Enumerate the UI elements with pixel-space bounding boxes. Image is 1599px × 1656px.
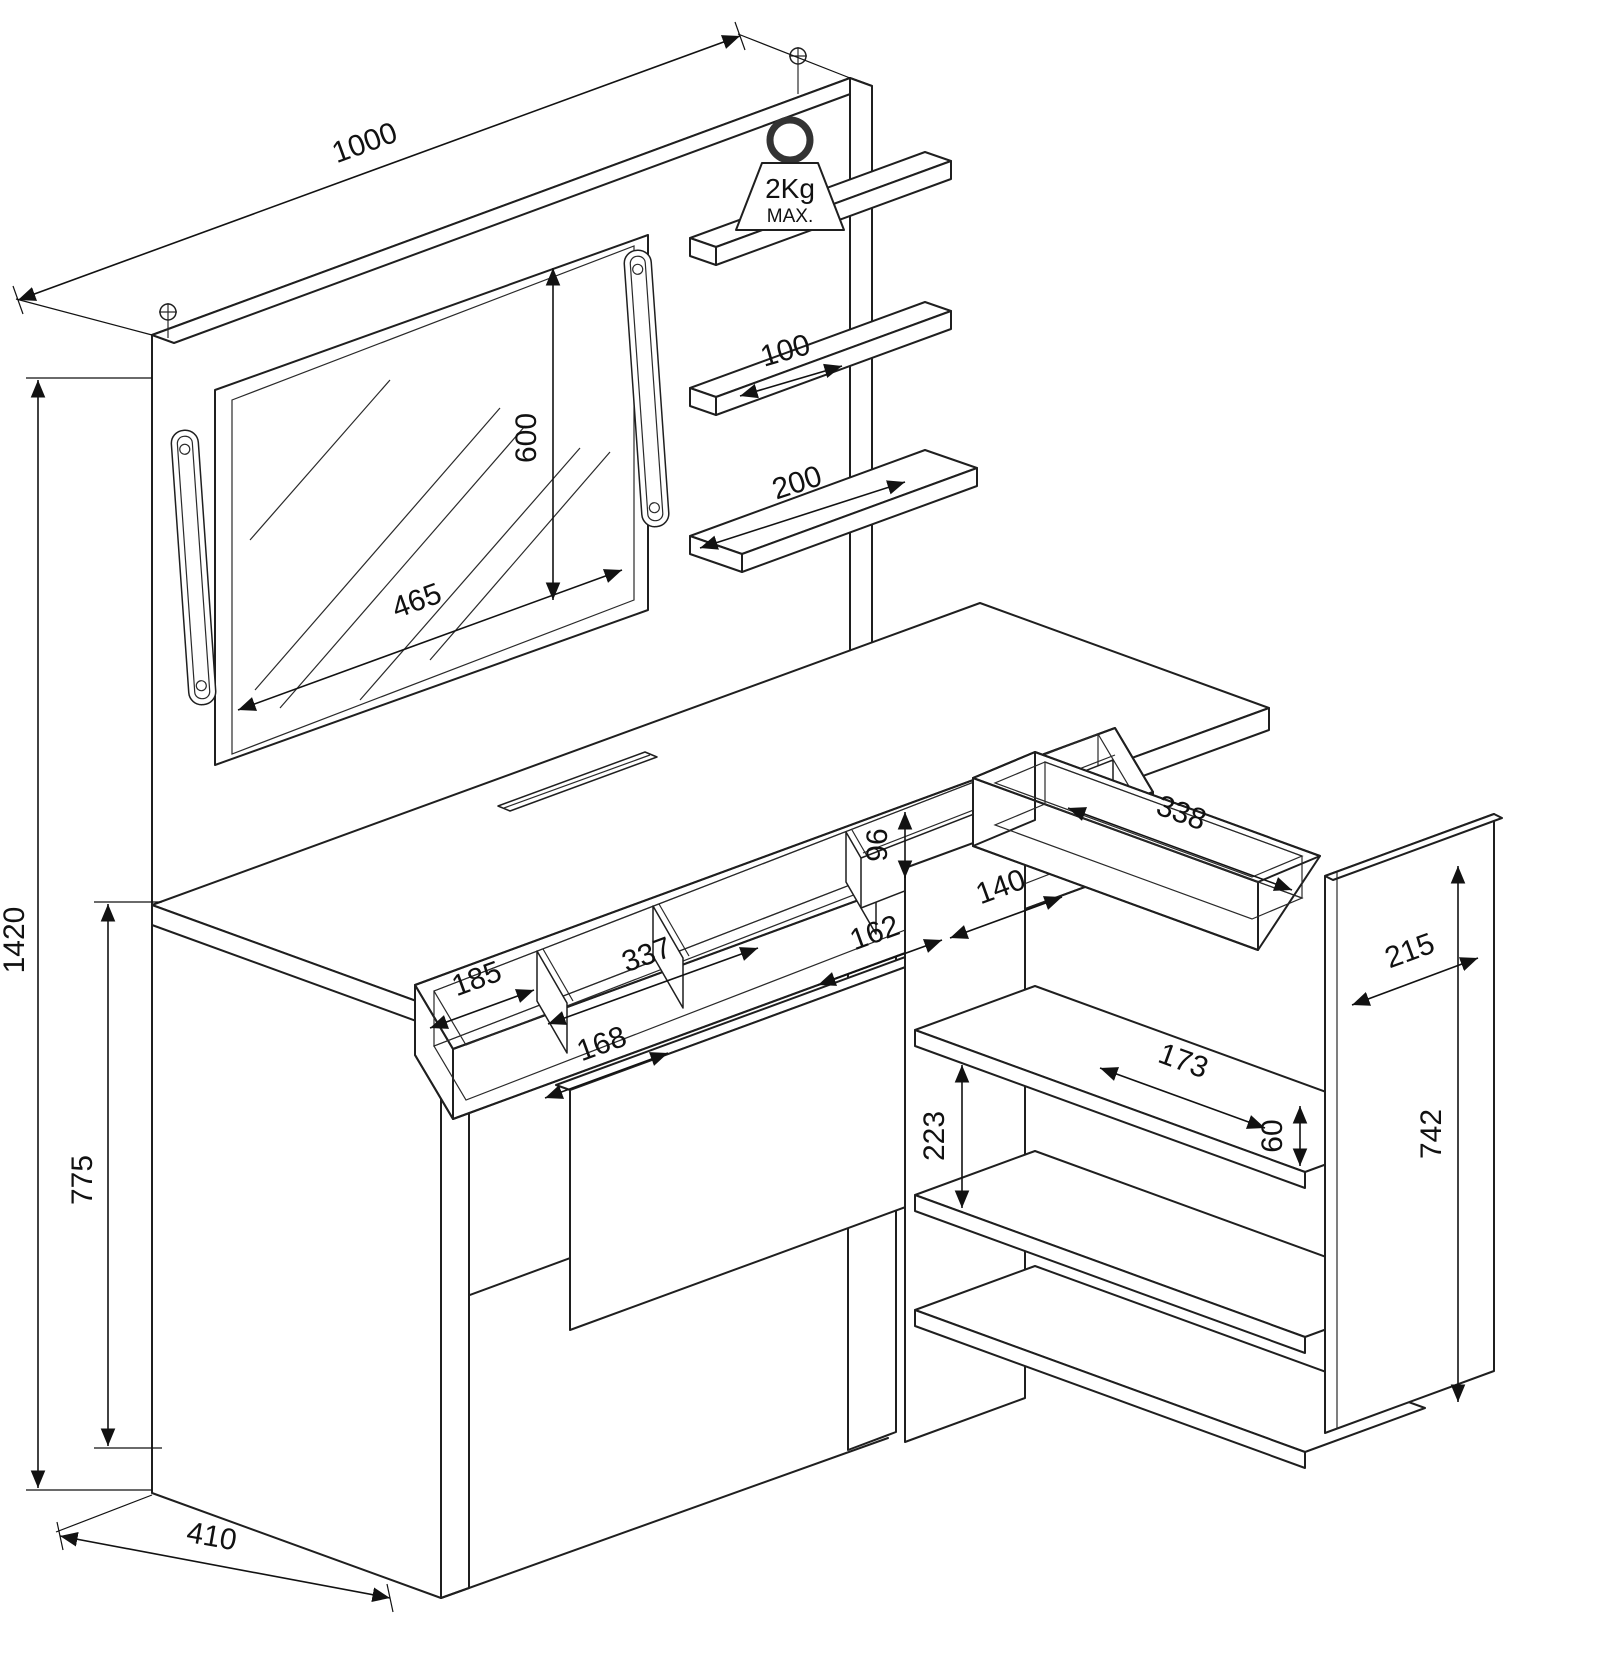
weight-qualifier-label: MAX.	[767, 206, 813, 227]
dim-mirror-height-label: 600	[510, 413, 543, 463]
side-shelf-board-bottom	[914, 1265, 1426, 1469]
dim-side-shelf-spacing-label: 223	[918, 1111, 951, 1161]
dim-side-gap-height-label: 60	[1256, 1119, 1289, 1152]
side-unit-right-panel	[1324, 813, 1503, 1434]
mirror-strap-left	[170, 429, 217, 706]
floor-line	[440, 1437, 889, 1599]
dim-panel-width-label: 1000	[328, 116, 402, 170]
dim-overall-height-label: 1420	[0, 907, 31, 974]
side-unit	[904, 751, 1503, 1469]
dim-side-gap-height: 60	[1256, 1106, 1308, 1166]
side-shelf-board-middle	[914, 1150, 1426, 1354]
pedestal	[151, 924, 470, 1599]
dim-tray-inner-height: 96	[861, 812, 913, 878]
weight-ring-icon	[766, 116, 814, 164]
dim-pedestal-height: 775	[66, 901, 162, 1449]
dim-shelf-bottom-depth: 200	[699, 460, 906, 550]
weight-limit-badge: 2Kg MAX.	[735, 116, 845, 231]
handle-groove	[497, 751, 658, 812]
dim-side-shelf-spacing: 223	[918, 1065, 970, 1208]
dim-overall-height: 1420	[0, 377, 152, 1491]
dim-side-unit-height: 742	[1415, 866, 1466, 1402]
dim-pedestal-height-label: 775	[66, 1155, 99, 1205]
screw-icon	[159, 303, 177, 338]
weight-body-icon	[735, 162, 845, 231]
weight-value-label: 2Kg	[765, 173, 815, 204]
screw-icon	[789, 47, 807, 94]
dim-mirror-height: 600	[510, 268, 561, 600]
dim-tray-inner-height-label: 96	[861, 828, 894, 861]
dim-side-unit-height-label: 742	[1415, 1109, 1448, 1159]
